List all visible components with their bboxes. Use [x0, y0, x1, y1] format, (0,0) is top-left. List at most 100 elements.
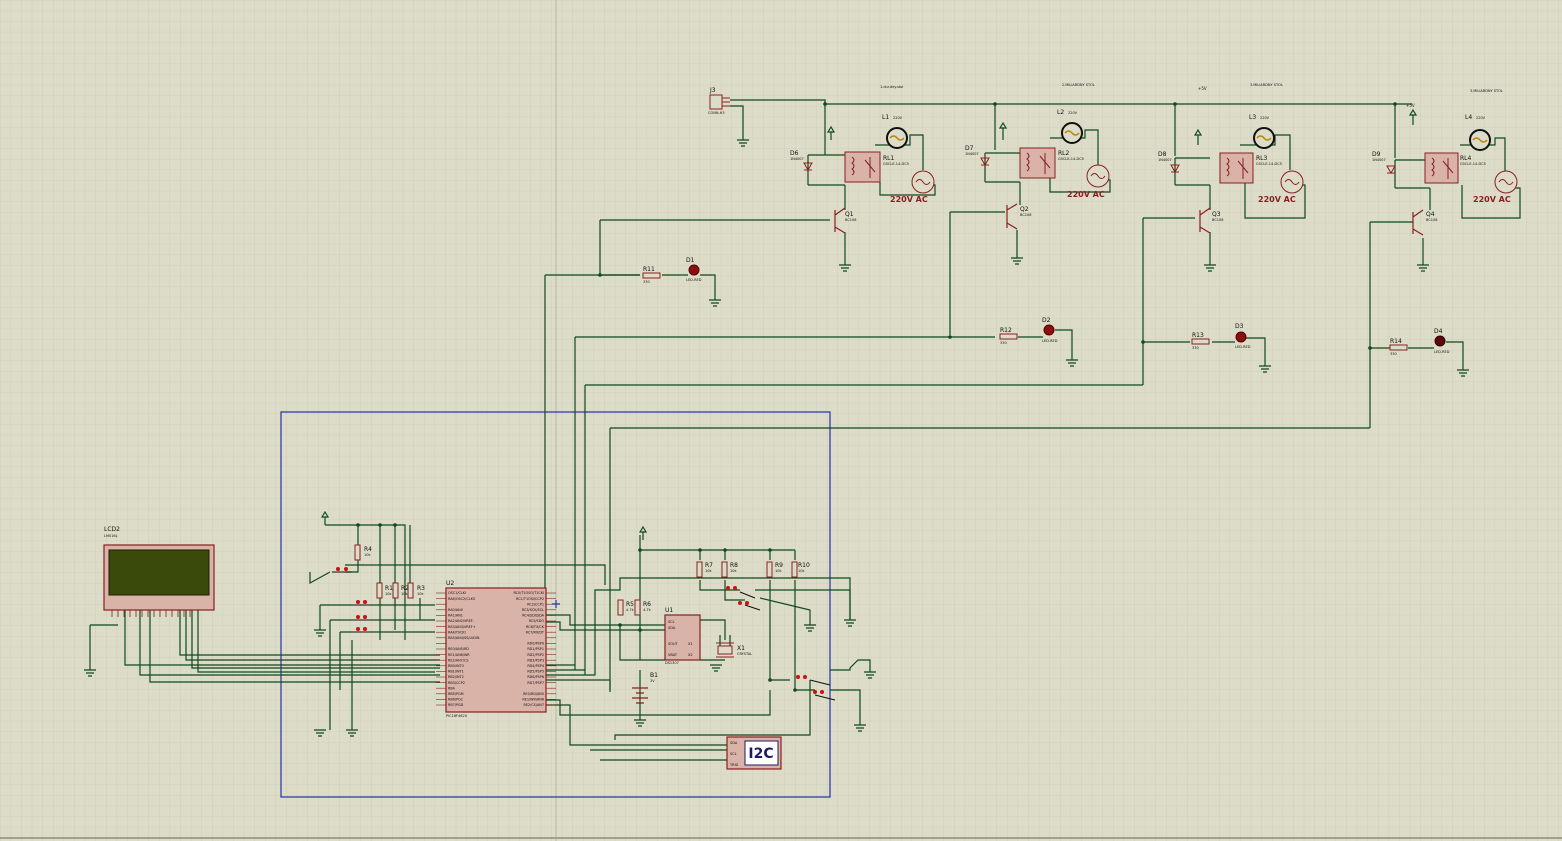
l2-sublabel: 220V [1068, 111, 1078, 115]
vcc-label-2: +5V [1406, 103, 1415, 108]
x1-sublabel: CRYSTAL [737, 652, 752, 656]
led-indicator-3[interactable]: R13 330 D3 LED-RED [1191, 323, 1251, 350]
resistor-r6[interactable] [634, 599, 641, 616]
r4-label: R4 [364, 546, 372, 553]
u2-right-pin-label: RC0/T1OSO/T1CKI [513, 591, 544, 595]
resistor-r3[interactable] [407, 582, 414, 599]
l1-label: L1 [882, 114, 889, 121]
rl2-sublabel: G5CLE-14-DC5 [1058, 157, 1084, 161]
diode-d8-icon [1170, 164, 1180, 174]
resistor-r8[interactable] [721, 561, 728, 578]
u2-left-pin-label: RA3/AN3/VREF+ [448, 625, 476, 629]
microcontroller-u2[interactable]: U2 PIC18F4620 OSC1/CLKIRA6/OSC2/CLKORA0/… [436, 580, 556, 718]
relay-stage-3[interactable]: 3.MILIARDNY STOL D8 1N4007 RL3 G5CLE-14-… [1158, 83, 1304, 234]
resistor-r10[interactable] [791, 561, 798, 578]
i2c-debugger[interactable]: I2C SDA SCL TRIG [726, 736, 782, 770]
u2-right-pin-label: RE2/CS/AN7 [524, 703, 544, 707]
u1-pin-vbat: VBAT [668, 653, 678, 657]
u2-right-pin-label: RC7/RX/DT [526, 630, 545, 634]
u2-left-pin-label: RB6/PGC [448, 698, 464, 702]
d8-sublabel: 1N4007 [1158, 158, 1172, 162]
lcd-sublabel: LM016L [104, 534, 118, 538]
b1-label: B1 [650, 672, 658, 679]
transistor-q3-icon [1199, 207, 1211, 234]
cursor-crosshair-icon [552, 600, 560, 608]
r10-sublabel: 10k [798, 569, 805, 573]
u2-right-pin-label: RC6/TX/CK [526, 625, 545, 629]
ac-1-label: 220V AC [890, 195, 928, 204]
r3-label: R3 [417, 585, 425, 592]
u2-right-pin-label: RD7/PSP7 [527, 681, 544, 685]
resistor-r9[interactable] [766, 561, 773, 578]
relay-stage-2[interactable]: 2.MILIARDNY STOL D7 1N4007 RL2 G5CLE-14-… [965, 83, 1110, 230]
l3-sublabel: 220V [1260, 116, 1270, 120]
button-sw2[interactable] [352, 600, 370, 606]
u2-left-pin-label: RB3/CCP2 [448, 681, 465, 685]
transistor-q2-icon [1006, 203, 1018, 230]
svg-text:SDA: SDA [730, 741, 738, 745]
led-d2-icon [1043, 324, 1055, 336]
relay-rl4-body[interactable] [1424, 152, 1459, 184]
r10-label: R10 [798, 562, 810, 569]
led-indicator-1[interactable]: R11 330 D1 LED-RED [642, 257, 702, 284]
r2-sublabel: 10k [401, 592, 408, 596]
r11-label: R11 [643, 266, 655, 273]
d3-sublabel: LED-RED [1235, 345, 1251, 349]
d6-label: D6 [790, 150, 799, 157]
resistors[interactable] [354, 544, 798, 616]
r14-label: R14 [1390, 338, 1402, 345]
u2-right-pin-label: RD6/PSP6 [527, 675, 544, 679]
power-terminals [320, 108, 1418, 540]
resistor-r4[interactable] [354, 544, 361, 561]
l1-sublabel: 220V [893, 116, 903, 120]
transistor-q4-icon [1412, 209, 1424, 236]
resistor-r1[interactable] [376, 582, 383, 599]
resistor-r5[interactable] [617, 599, 624, 616]
button-sw7[interactable] [796, 675, 831, 686]
led-indicator-4[interactable]: R14 330 D4 LED-RED [1389, 328, 1450, 356]
u2-left-pin-label: RB2/INT2 [448, 675, 464, 679]
lcd-display[interactable]: LCD2 LM016L [103, 526, 215, 617]
rtc-u1[interactable]: U1 DS1307 SCL SDA SOUT VBAT X1 X2 [664, 607, 701, 665]
relay-rl2-body[interactable] [1019, 147, 1056, 179]
ground-symbols [84, 139, 1469, 737]
r9-label: R9 [775, 562, 783, 569]
relay-stage-4[interactable]: 3.MILIARDNY STOL D9 1N4007 RL4 G5CLE-14-… [1372, 89, 1518, 236]
d3-label: D3 [1235, 323, 1244, 330]
u2-right-pins: RC0/T1OSO/T1CKIRC1/T1OSI/CCP2RC2/CCP1RC3… [513, 591, 556, 707]
wires [89, 99, 1521, 761]
svg-text:SCL: SCL [730, 752, 737, 756]
button-sw5[interactable] [726, 586, 756, 599]
resistor-r2[interactable] [392, 582, 399, 599]
l2-label: L2 [1057, 109, 1064, 116]
b1-sublabel: 3V [650, 679, 655, 683]
button-sw1[interactable] [332, 567, 352, 573]
crystal-x1[interactable]: X1 CRYSTAL [716, 642, 752, 658]
u2-right-pin-label: RD1/PSP1 [527, 647, 544, 651]
d6-sublabel: 1N4007 [790, 157, 804, 161]
u2-right-pin-label: RE0/RD/AN5 [523, 692, 544, 696]
battery-b1[interactable]: B1 3V [632, 672, 658, 704]
u2-left-pin-label: RA6/OSC2/CLKO [448, 597, 476, 601]
r4-sublabel: 10k [364, 553, 371, 557]
q2-sublabel: BC108 [1020, 213, 1031, 217]
r12-sublabel: 330 [1000, 341, 1007, 345]
button-sw8[interactable] [813, 690, 836, 701]
resistor-r7[interactable] [696, 561, 703, 578]
relay-4-title: 3.MILIARDNY STOL [1470, 89, 1503, 93]
button-sw3[interactable] [352, 615, 370, 621]
r13-sublabel: 330 [1192, 346, 1199, 350]
connector-j3[interactable]: J3 CONN-H3 [708, 87, 730, 115]
u1-pin-x1: X1 [688, 642, 693, 646]
u2-right-pin-label: RC2/CCP1 [527, 602, 544, 606]
led-indicator-2[interactable]: R12 330 D2 LED-RED [999, 317, 1058, 345]
u2-left-pin-label: RB4 [448, 686, 455, 690]
button-sw6[interactable] [738, 601, 761, 611]
relay-rl1-body[interactable] [844, 151, 881, 183]
relay-stage-1[interactable]: 1.dur.dey.stol D6 1N4007 RL1 G5CLE-14-DC… [790, 85, 935, 234]
relay-rl3-body[interactable] [1219, 152, 1254, 184]
button-sw4[interactable] [352, 627, 370, 633]
push-buttons[interactable] [332, 567, 836, 701]
